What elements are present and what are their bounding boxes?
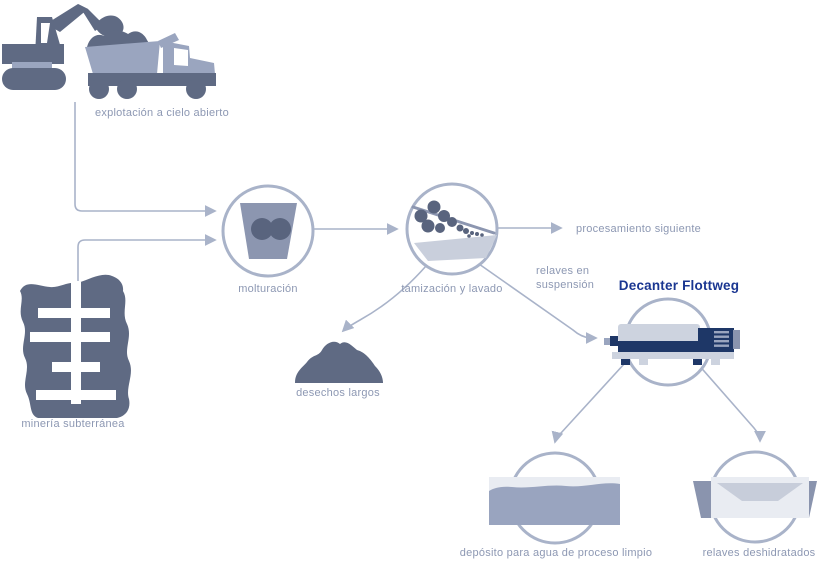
truck-wheel: [186, 79, 206, 99]
mine-shaft: [71, 282, 81, 404]
underground-mine-group: minería subterránea: [20, 274, 131, 430]
tailings-line2: suspensión: [536, 279, 594, 291]
underground-label: minería subterránea: [21, 418, 125, 430]
waste-label: desechos largos: [296, 387, 380, 399]
dewatered-label: relaves deshidratados: [703, 547, 816, 559]
next-processing-label: procesamiento siguiente: [576, 223, 701, 235]
decanter-end-cap: [733, 330, 740, 349]
water-tank-node: depósito para agua de proceso limpio: [460, 451, 652, 559]
dewatered-tailings-node: relaves deshidratados: [693, 450, 817, 559]
truck-cab: [163, 41, 215, 74]
decanter-base: [612, 352, 734, 359]
motor-vents: [714, 331, 729, 347]
connectors: [74, 102, 766, 444]
dump-truck-icon: [85, 30, 216, 99]
excavator-window: [41, 23, 50, 43]
decanter-foot: [711, 359, 720, 365]
container-cake: [717, 483, 803, 501]
excavator-body: [2, 44, 64, 64]
waste-pile-icon: [295, 341, 383, 383]
mine-tunnel: [52, 362, 100, 372]
screening-node: tamización y lavado: [401, 182, 502, 295]
crusher-roll: [269, 218, 291, 240]
connector-screening-to-decanter: [478, 263, 598, 344]
mine-tunnel: [30, 332, 110, 342]
excavator-boom: [46, 4, 88, 32]
decanter-band: [618, 341, 734, 352]
decanter-bowl: [618, 324, 700, 342]
tailings-suspension-label: relaves en suspensión: [536, 265, 594, 291]
grinding-label: molturación: [238, 283, 298, 295]
connector-mine-to-grinding: [77, 234, 217, 281]
truck-wheel: [117, 79, 137, 99]
connector-decanter-to-water: [551, 362, 626, 444]
decanter-title: Decanter Flottweg: [619, 278, 739, 293]
screening-label: tamización y lavado: [401, 283, 502, 295]
excavator-icon: [2, 4, 124, 90]
grinding-node: molturación: [221, 184, 315, 295]
decanter-foot: [639, 359, 648, 365]
water-tank-label: depósito para agua de proceso limpio: [460, 547, 652, 559]
truck-bed: [85, 41, 160, 74]
connector-decanter-to-tailings: [696, 362, 766, 443]
water-surface: [489, 477, 620, 491]
tailings-line1: relaves en: [536, 265, 589, 277]
screen-particles: [414, 200, 484, 238]
decanter-foot: [621, 359, 630, 365]
waste-pile-group: desechos largos: [295, 341, 383, 399]
mine-tunnel: [38, 308, 110, 318]
excavator-band: [12, 62, 52, 70]
connector-openpit-to-grinding: [74, 102, 217, 217]
excavator-track: [2, 68, 66, 90]
truck-wheel: [89, 79, 109, 99]
open-pit-group: explotación a cielo abierto: [2, 4, 229, 119]
decanter-machine-icon: [604, 324, 740, 365]
screen-tray: [414, 235, 497, 261]
open-pit-label: explotación a cielo abierto: [95, 107, 229, 119]
truck-window: [174, 48, 188, 66]
truck-load: [87, 30, 150, 47]
decanter-inlet-flange: [610, 336, 618, 346]
mine-tunnel: [36, 390, 116, 400]
crusher-roll: [251, 218, 273, 240]
decanter-node: Decanter Flottweg: [604, 278, 740, 387]
decanter-inlet: [604, 338, 610, 345]
decanter-foot: [693, 359, 702, 365]
connector-screening-to-waste: [341, 265, 427, 333]
